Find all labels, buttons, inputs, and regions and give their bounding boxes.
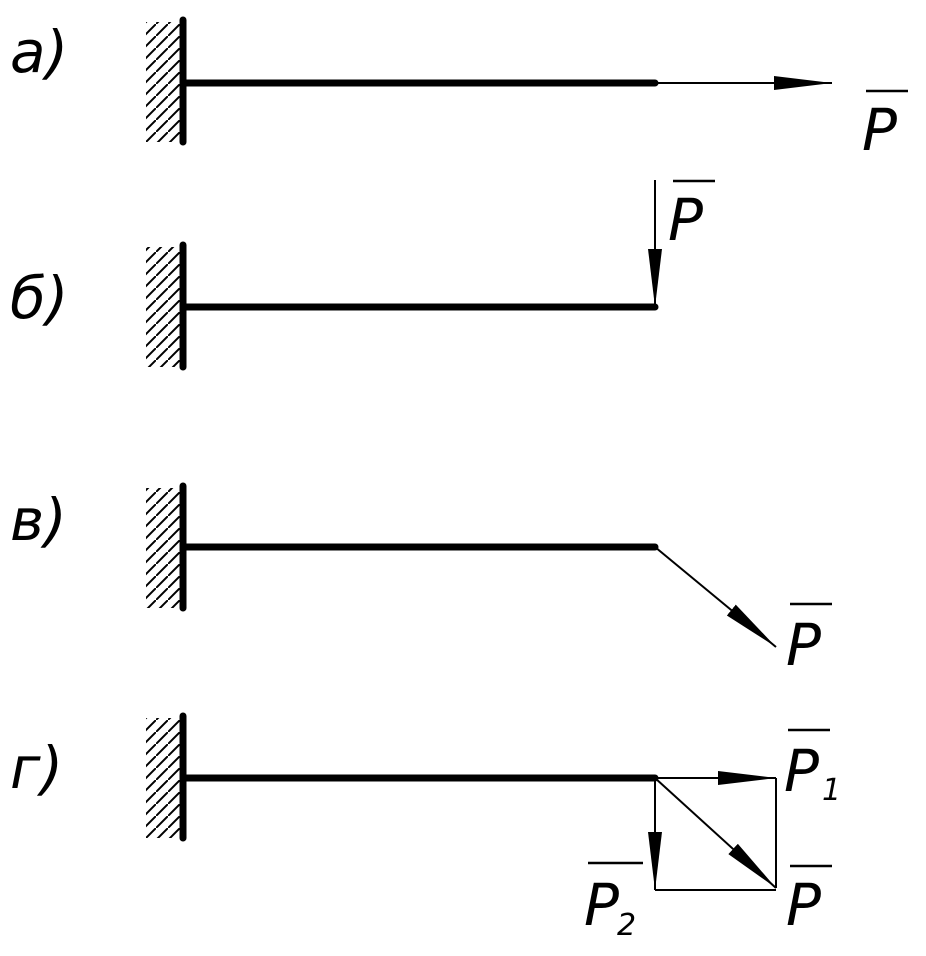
- panel-g: г) P 1 P 2 P: [10, 712, 841, 943]
- svg-text:P: P: [784, 737, 819, 805]
- fixed-support-g: [146, 712, 187, 842]
- panel-v-label: в): [10, 486, 67, 554]
- fixed-support-b: [146, 241, 187, 371]
- svg-text:P: P: [786, 871, 821, 939]
- force-label-p2: P 2: [584, 861, 643, 943]
- force-arrow-resultant: [654, 777, 777, 889]
- force-label-v: P: [786, 602, 832, 679]
- svg-text:P: P: [668, 186, 703, 254]
- svg-text:P: P: [584, 871, 619, 939]
- force-label-a: P: [862, 89, 908, 164]
- panel-b-label: б): [10, 264, 68, 332]
- fixed-support-a: [146, 16, 187, 146]
- svg-text:P: P: [786, 611, 821, 679]
- svg-text:P: P: [862, 96, 897, 164]
- svg-text:1: 1: [822, 773, 841, 808]
- force-arrow-v: [654, 546, 777, 648]
- force-label-b: P: [668, 179, 715, 254]
- svg-text:2: 2: [617, 908, 636, 943]
- fixed-support-v: [146, 482, 187, 612]
- panel-g-label: г): [10, 734, 63, 802]
- panel-b: б) P: [10, 179, 715, 371]
- force-label-resultant: P: [786, 864, 832, 939]
- panel-a-label: а): [10, 18, 68, 86]
- force-label-p1: P 1: [784, 728, 841, 808]
- panel-v: в) P: [10, 482, 832, 679]
- panel-a: а) P: [10, 16, 908, 164]
